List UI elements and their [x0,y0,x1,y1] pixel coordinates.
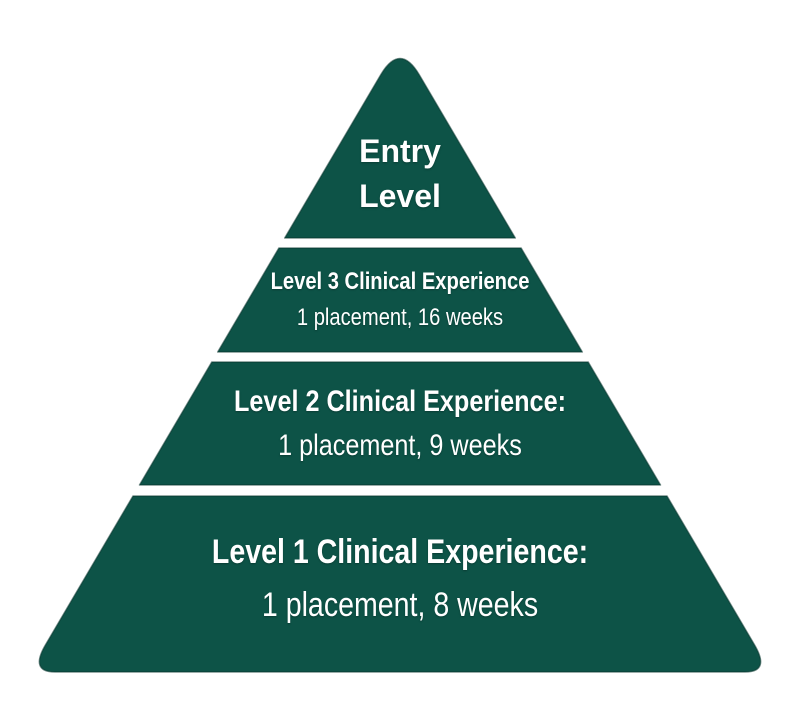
pyramid-segment-level3-shape [216,247,584,353]
pyramid-segment-entry-shape [283,57,517,239]
pyramid-segment-level1-shape [38,495,762,673]
pyramid-segment-level2-shape [138,361,662,486]
